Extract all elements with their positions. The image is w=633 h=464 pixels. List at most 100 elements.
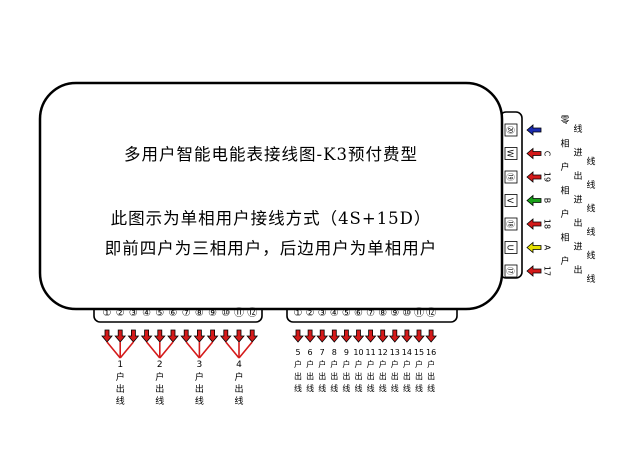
side-label-prefix: 18 (543, 219, 552, 229)
side-label-prefix: 19 (543, 172, 552, 182)
red-down-arrow (376, 329, 389, 343)
output-label-char: 线 (379, 383, 387, 393)
red-down-arrow (101, 329, 113, 343)
output-label-char: 户 (367, 359, 375, 369)
side-label-char: 户 (560, 255, 569, 267)
red-down-arrow (352, 329, 365, 343)
output-label-char: 出 (116, 383, 125, 395)
side-arrow (526, 265, 542, 277)
side-label-prefix: B (543, 198, 552, 204)
terminal-label: ② (116, 308, 125, 319)
output-label-char: 线 (234, 395, 243, 407)
terminal-label: ⑥ (354, 308, 363, 319)
output-label-char: 出 (195, 383, 204, 395)
side-terminal-label: ⑲ (506, 173, 515, 181)
side-label-prefix: A (543, 245, 552, 251)
connector-line (106, 341, 121, 359)
side-label-prefix: C (543, 151, 552, 157)
connector-line (198, 341, 214, 359)
side-label-char: 户 (560, 161, 569, 173)
output-label-char: 出 (155, 383, 164, 395)
red-down-arrow (114, 329, 127, 343)
side-terminal-label: ⑱ (506, 220, 515, 228)
output-label-char: 出 (355, 371, 363, 381)
terminal-label: ② (306, 308, 315, 319)
output-label-char: 户 (355, 359, 363, 369)
output-label-char: 线 (306, 383, 314, 393)
output-label-char: 户 (294, 359, 302, 369)
terminal-label: ⑧ (195, 308, 204, 319)
connector-line (145, 341, 161, 359)
red-down-arrow (304, 329, 316, 343)
red-down-arrow (127, 329, 140, 343)
red-down-arrow (246, 329, 259, 343)
red-down-arrow (364, 329, 377, 343)
side-label-char: 出 (573, 217, 582, 229)
red-down-arrow (233, 329, 245, 343)
output-label-char: 线 (195, 395, 204, 407)
output-number: 2 (157, 360, 163, 370)
red-down-arrow (206, 329, 219, 343)
output-label-char: 户 (427, 359, 435, 369)
side-arrow (526, 171, 542, 183)
output-label-char: 出 (306, 371, 314, 381)
side-label-char: 出 (573, 170, 582, 182)
red-down-arrow (413, 329, 425, 343)
terminal-label: ⑩ (402, 308, 411, 319)
red-down-arrow (316, 329, 329, 343)
output-number: 6 (308, 348, 313, 357)
output-label-char: 户 (306, 359, 314, 369)
output-label-char: 出 (294, 371, 302, 381)
terminal-label: ⑫ (247, 307, 257, 319)
red-down-arrow (167, 329, 179, 343)
output-label-char: 线 (415, 383, 423, 393)
terminal-label: ⑦ (182, 308, 191, 319)
output-label-char: 户 (391, 359, 399, 369)
red-down-arrow (425, 329, 437, 343)
side-arrow (526, 241, 542, 254)
terminal-label: ④ (142, 308, 151, 319)
output-label-char: 出 (391, 371, 399, 381)
side-label-prefix: 17 (543, 266, 552, 276)
connector-line (238, 341, 253, 359)
output-label-char: 出 (318, 371, 326, 381)
terminal-label: ⑩ (221, 308, 230, 319)
terminal-label: ⑤ (342, 308, 351, 319)
output-label-char: 线 (116, 395, 125, 407)
output-number: 8 (332, 348, 337, 357)
side-arrow (526, 147, 542, 160)
output-label-char: 线 (155, 395, 164, 407)
output-label-char: 出 (367, 371, 375, 381)
output-label-char: 线 (294, 383, 302, 393)
connector-line (185, 341, 201, 359)
red-down-arrow (388, 329, 401, 343)
side-terminal-label: V (506, 198, 515, 204)
terminal-label: ⑤ (155, 308, 164, 319)
connector-line (159, 341, 174, 359)
side-label-char: 线 (586, 179, 595, 191)
output-label-char: 出 (403, 371, 411, 381)
red-down-arrow (340, 329, 353, 343)
side-label-char: 零 (560, 115, 569, 126)
output-number: 12 (378, 348, 388, 357)
terminal-label: ⑨ (208, 308, 217, 319)
output-label-char: 户 (195, 371, 204, 383)
side-terminal-box (504, 147, 518, 160)
side-label-char: 相 (560, 185, 569, 197)
side-label-char: 线 (586, 226, 595, 238)
side-terminal-box (504, 264, 518, 278)
terminal-label: ① (294, 308, 303, 319)
meter-title: 多用户智能电能表接线图-K3预付费型 (124, 145, 418, 164)
output-label-char: 户 (234, 371, 243, 383)
side-terminal-label: U (506, 245, 515, 251)
output-number: 1 (117, 360, 123, 370)
terminal-label: ③ (129, 308, 138, 319)
side-label-char: 进 (573, 242, 582, 253)
side-label-char: 相 (560, 232, 569, 244)
terminal-label: ① (103, 308, 112, 319)
side-label-char: 线 (586, 273, 595, 285)
side-label-char: 线 (573, 123, 582, 135)
meter-description-line-2: 即前四户为三相用户，后边用户为单相用户 (104, 239, 438, 258)
terminal-label: ⑥ (169, 308, 178, 319)
